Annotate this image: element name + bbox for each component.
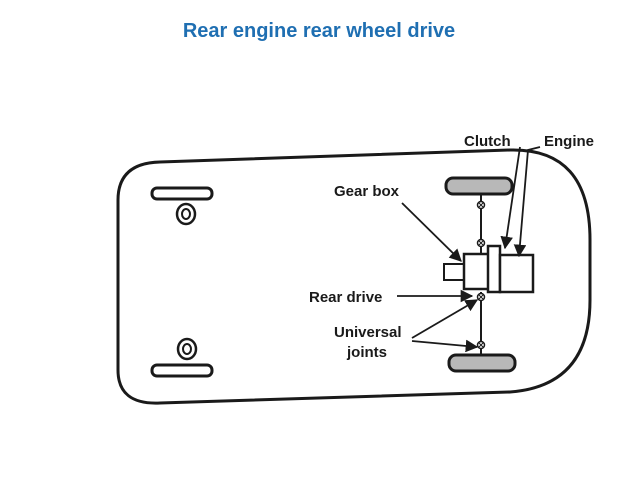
front-right-wheel <box>150 363 214 378</box>
clutch-label: Clutch <box>464 133 511 150</box>
universal-joint-2 <box>476 238 486 248</box>
front-bottom-circle <box>176 337 198 361</box>
front-left-wheel <box>150 186 214 201</box>
slide-title: Rear engine rear wheel drive <box>182 20 456 42</box>
clutch <box>486 244 502 294</box>
universal-label: Universal <box>334 324 402 341</box>
engine <box>498 253 535 294</box>
universal-joint-4 <box>476 340 486 350</box>
gear-box <box>462 252 492 291</box>
joints-label: joints <box>346 344 387 361</box>
engine-pointer <box>513 146 541 258</box>
universal-pointer-2 <box>411 339 479 353</box>
universal-pointer-1 <box>411 299 479 339</box>
gear-box-shaft <box>443 263 467 281</box>
front-top-circle <box>175 202 197 226</box>
universal-joint-1 <box>476 200 486 210</box>
gear-box-label: Gear box <box>334 183 400 200</box>
clutch-pointer <box>500 146 521 250</box>
gear-box-pointer <box>401 202 462 262</box>
rear-bottom-wheel <box>447 353 517 373</box>
rear-drive-label: Rear drive <box>309 289 382 306</box>
universal-joint-3 <box>476 292 486 302</box>
rear-top-wheel <box>444 176 514 196</box>
engine-label: Engine <box>544 133 594 150</box>
car-body-outline <box>116 148 592 405</box>
